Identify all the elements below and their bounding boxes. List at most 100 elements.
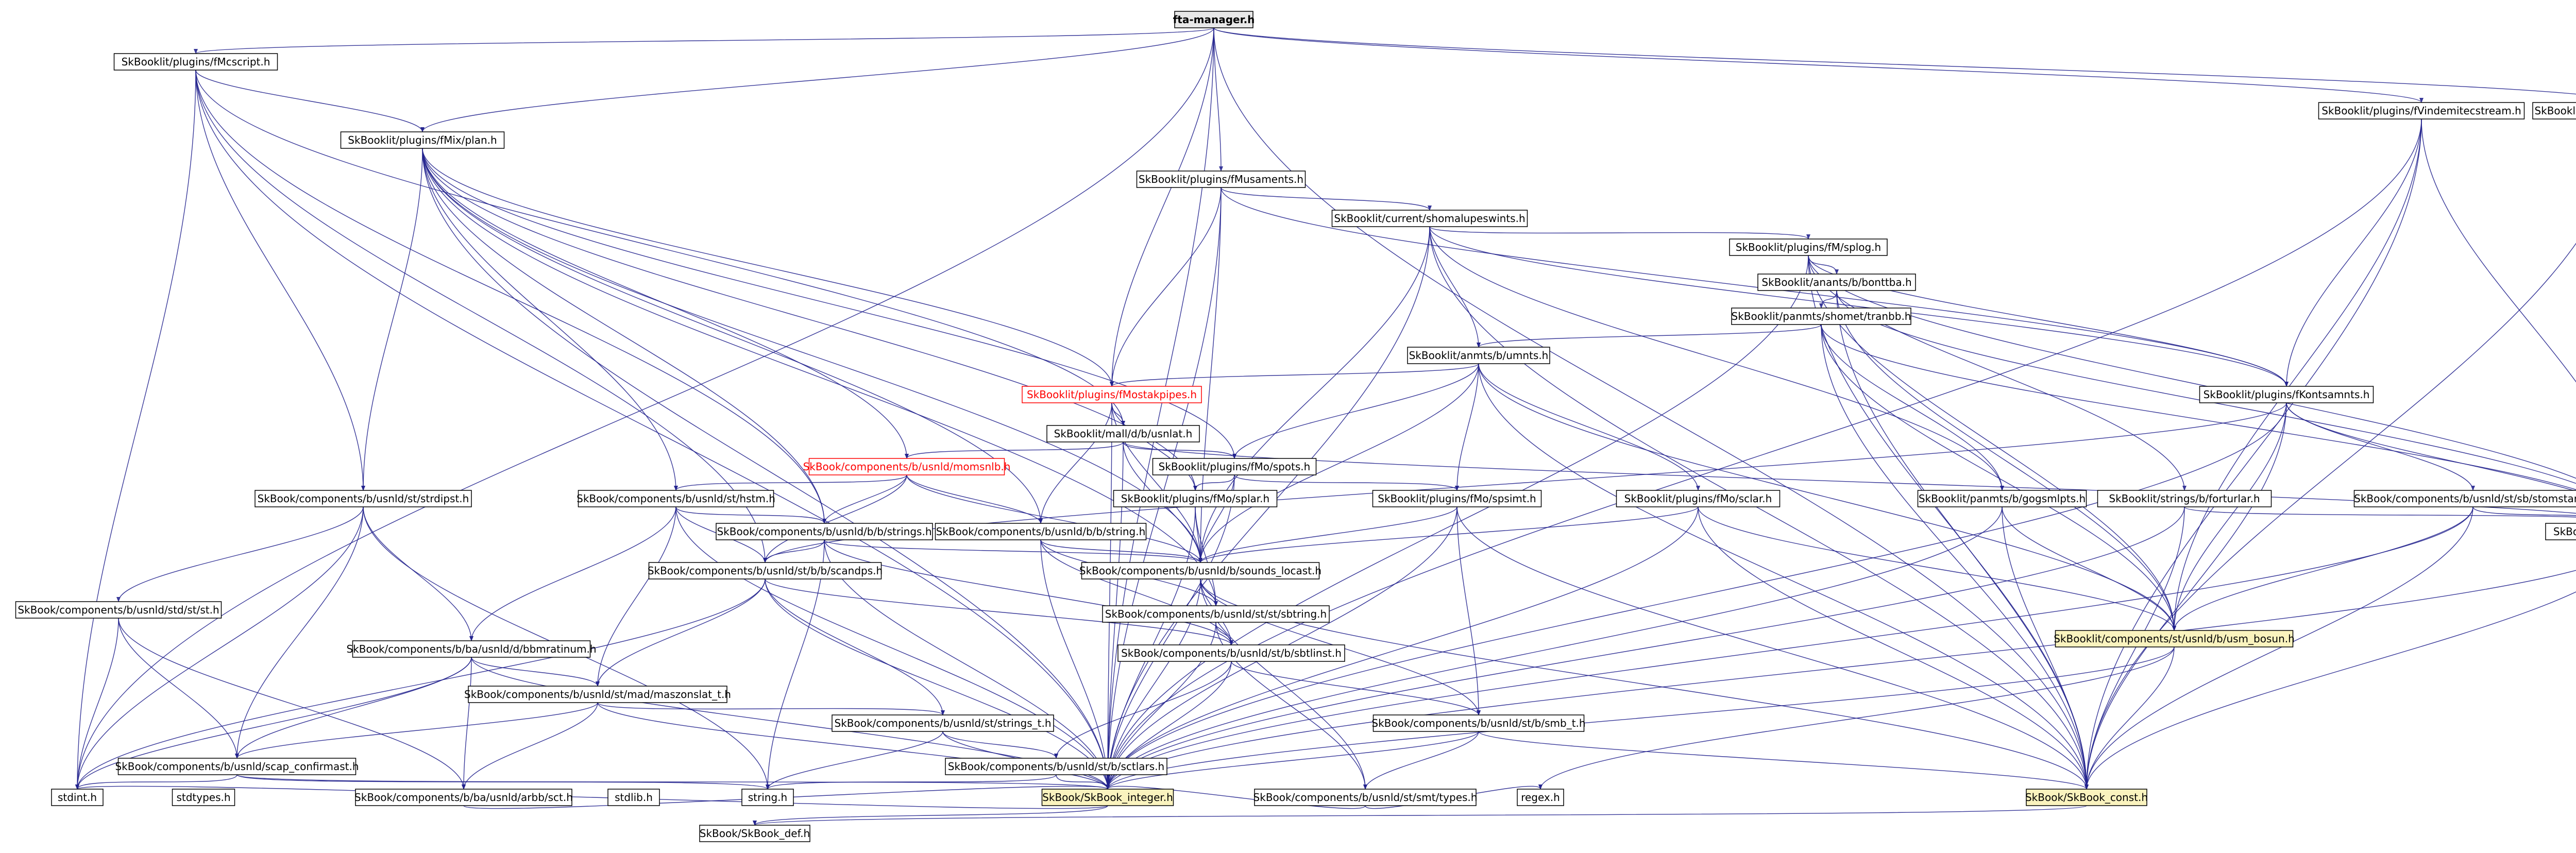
graph-node-box[interactable]: [1136, 170, 1306, 188]
graph-node-box[interactable]: [1372, 490, 1542, 507]
graph-node-box[interactable]: [2055, 630, 2294, 647]
graph-node-box[interactable]: [578, 490, 774, 507]
graph-node-box[interactable]: [741, 789, 794, 806]
graph-node-n13[interactable]: SkBooklit/mall/d/b/usnlat.h: [1046, 425, 1200, 442]
graph-node-n30[interactable]: SkBook/components/b/usnld/st/st/sbtring.…: [1102, 605, 1330, 623]
graph-node-box[interactable]: [2318, 102, 2525, 120]
graph-node-box[interactable]: [1331, 210, 1528, 227]
graph-node-n27[interactable]: SkBook/components/b/usnld/st/b/b/scandps…: [648, 562, 883, 579]
graph-node-n2[interactable]: SkBooklit/plugins/fVindemitecstream.h: [2318, 102, 2525, 120]
graph-node-box[interactable]: [1113, 490, 1278, 507]
graph-node-box[interactable]: [255, 490, 472, 507]
graph-node-box[interactable]: [2026, 789, 2147, 806]
graph-node-n42[interactable]: stdlib.h: [607, 789, 660, 806]
graph-node-box[interactable]: [935, 523, 1147, 540]
graph-node-n19[interactable]: SkBooklit/plugins/fMo/spsimt.h: [1372, 490, 1542, 507]
graph-node-n20[interactable]: SkBooklit/plugins/fMo/sclar.h: [1616, 490, 1781, 507]
graph-node-box[interactable]: [1022, 386, 1202, 403]
graph-node-box[interactable]: [2097, 490, 2272, 507]
graph-node-box[interactable]: [648, 562, 882, 579]
graph-node-n11[interactable]: SkBooklit/plugins/fMostakpipes.h: [1022, 386, 1202, 403]
graph-edge: [462, 657, 472, 790]
graph-node-box[interactable]: [1046, 425, 1200, 442]
graph-node-box[interactable]: [2532, 102, 2576, 120]
graph-node-box[interactable]: [172, 789, 235, 806]
graph-node-n34[interactable]: SkBook/components/b/usnld/st/mad/maszons…: [464, 686, 731, 703]
graph-node-n0[interactable]: fta-manager.h: [1173, 11, 1255, 28]
graph-node-box[interactable]: [1152, 458, 1317, 475]
graph-node-box[interactable]: [117, 758, 357, 775]
graph-node-box[interactable]: [1757, 274, 1916, 291]
graph-node-n37[interactable]: SkBook/components/b/usnld/scap_confirmas…: [115, 758, 359, 775]
graph-node-box[interactable]: [15, 601, 222, 619]
graph-node-box[interactable]: [1102, 605, 1330, 623]
graph-node-n38[interactable]: SkBook/components/b/usnld/st/b/sctlars.h: [945, 758, 1167, 775]
graph-node-box[interactable]: [2353, 490, 2576, 507]
graph-node-n45[interactable]: SkBook/components/b/usnld/st/smt/types.h: [1253, 789, 1478, 806]
graph-node-n6[interactable]: SkBooklit/current/shomalupeswints.h: [1331, 210, 1528, 227]
graph-node-box[interactable]: [1731, 308, 1911, 325]
graph-node-box[interactable]: [340, 131, 505, 149]
graph-node-box[interactable]: [945, 758, 1167, 775]
graph-node-n1[interactable]: SkBooklit/plugins/fMcscript.h: [113, 53, 278, 71]
graph-node-box[interactable]: [355, 789, 572, 806]
graph-node-n22[interactable]: SkBooklit/strings/b/forturlar.h: [2097, 490, 2272, 507]
graph-node-box[interactable]: [1517, 789, 1564, 806]
graph-node-box[interactable]: [1254, 789, 1477, 806]
graph-node-n47[interactable]: SkBook/SkBook_const.h: [2025, 789, 2148, 806]
graph-node-n40[interactable]: stdtypes.h: [172, 789, 235, 806]
graph-node-box[interactable]: [1729, 238, 1888, 256]
graph-node-box[interactable]: [2199, 386, 2374, 403]
graph-node-n44[interactable]: SkBook/SkBook_integer.h: [1041, 789, 1174, 806]
graph-node-box[interactable]: [1117, 644, 1345, 662]
graph-node-box[interactable]: [832, 714, 1054, 732]
graph-node-n21[interactable]: SkBooklit/panmts/b/gogsmlpts.h: [1917, 490, 2087, 507]
graph-node-n4[interactable]: SkBooklit/plugins/fMix/plan.h: [340, 131, 505, 149]
graph-node-n23[interactable]: SkBook/components/b/usnld/st/sb/stomstar…: [2353, 490, 2576, 507]
graph-node-n5[interactable]: SkBooklit/plugins/fMusaments.h: [1136, 170, 1306, 188]
graph-node-n35[interactable]: SkBook/components/b/usnld/st/strings_t.h: [832, 714, 1054, 732]
graph-node-box[interactable]: [2545, 523, 2576, 540]
graph-node-n39[interactable]: stdint.h: [51, 789, 104, 806]
graph-edge: [1213, 27, 1223, 172]
graph-node-box[interactable]: [1174, 11, 1253, 28]
graph-node-n33[interactable]: SkBook/components/b/usnld/st/b/sbtlinst.…: [1117, 644, 1345, 662]
graph-node-n14[interactable]: SkBook/components/b/usnld/momsnlb.h: [803, 458, 1011, 475]
graph-node-box[interactable]: [468, 686, 727, 703]
graph-node-box[interactable]: [1407, 347, 1550, 364]
graph-node-n16[interactable]: SkBook/components/b/usnld/st/strdipst.h: [255, 490, 472, 507]
graph-node-box[interactable]: [699, 825, 810, 842]
graph-node-n15[interactable]: SkBooklit/plugins/fMo/spots.h: [1152, 458, 1317, 475]
graph-node-box[interactable]: [1041, 789, 1174, 806]
graph-node-n46[interactable]: regex.h: [1517, 789, 1564, 806]
graph-node-box[interactable]: [113, 53, 278, 71]
graph-node-n48[interactable]: SkBook/SkBook_def.h: [699, 825, 810, 842]
graph-node-n9[interactable]: SkBooklit/panmts/shomet/tranbb.h: [1731, 308, 1911, 325]
graph-node-n26[interactable]: SkBooklit/mall/d/b/uda/snlat_t.h: [2545, 523, 2576, 540]
graph-node-n12[interactable]: SkBooklit/plugins/fKontsamnts.h: [2199, 386, 2374, 403]
graph-node-box[interactable]: [1081, 562, 1320, 579]
graph-node-n25[interactable]: SkBook/components/b/usnld/b/b/string.h: [935, 523, 1147, 540]
graph-node-n41[interactable]: SkBook/components/b/ba/usnld/arbb/sct.h: [354, 789, 573, 806]
graph-node-box[interactable]: [716, 523, 933, 540]
graph-node-box[interactable]: [1372, 714, 1585, 732]
graph-node-n36[interactable]: SkBook/components/b/usnld/st/b/smb_t.h: [1371, 714, 1586, 732]
graph-node-n24[interactable]: SkBook/components/b/usnld/b/b/strings.h: [716, 523, 933, 540]
graph-node-box[interactable]: [1917, 490, 2087, 507]
graph-node-box[interactable]: [1616, 490, 1781, 507]
graph-node-n18[interactable]: SkBooklit/plugins/fMo/splar.h: [1113, 490, 1278, 507]
graph-node-n32[interactable]: SkBook/components/b/ba/usnld/d/bbmratinu…: [346, 640, 597, 658]
graph-node-n8[interactable]: SkBooklit/anants/b/bonttba.h: [1757, 274, 1916, 291]
graph-node-n28[interactable]: SkBook/components/b/usnld/b/sounds_locas…: [1079, 562, 1321, 579]
graph-node-n43[interactable]: string.h: [741, 789, 794, 806]
graph-node-n17[interactable]: SkBook/components/b/usnld/st/hstm.h: [577, 490, 775, 507]
graph-node-n7[interactable]: SkBooklit/plugins/fM/splog.h: [1729, 238, 1888, 256]
graph-node-box[interactable]: [607, 789, 660, 806]
graph-node-n3[interactable]: SkBooklit/plugins/fMagupmaster.h: [2532, 102, 2576, 120]
graph-node-box[interactable]: [51, 789, 104, 806]
graph-node-box[interactable]: [352, 640, 591, 658]
graph-node-box[interactable]: [808, 458, 1005, 475]
graph-node-n10[interactable]: SkBooklit/anmts/b/umnts.h: [1407, 347, 1550, 364]
graph-node-n29[interactable]: SkBook/components/b/usnld/std/st/st.h: [15, 601, 222, 619]
graph-node-n31[interactable]: SkBooklit/components/st/usnld/b/usm_bosu…: [2054, 630, 2295, 647]
